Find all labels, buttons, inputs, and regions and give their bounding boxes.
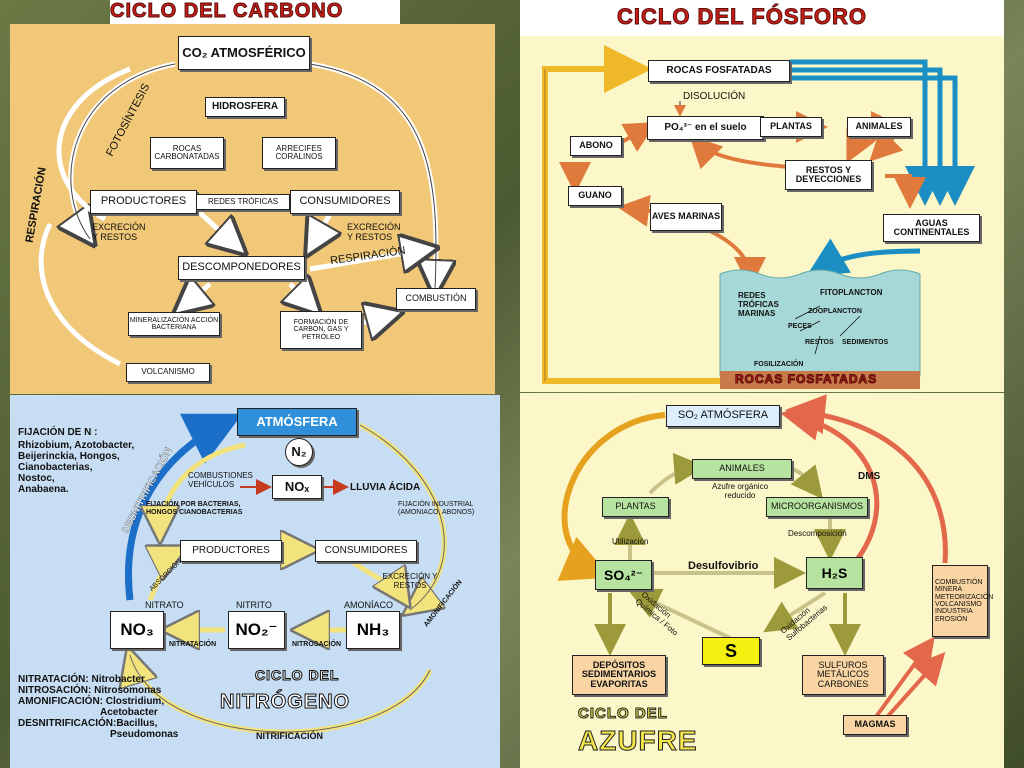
consumidores-box: CONSUMIDORES: [315, 540, 417, 562]
desulfovibrio-label: Desulfovibrio: [688, 560, 759, 572]
legend-item: NITROSACIÓN: Nitrosomonas: [18, 685, 162, 696]
descomposicion-label: Descomposición: [788, 529, 847, 538]
atmosfera-box: ATMÓSFERA: [237, 408, 357, 436]
consumidores-box: CONSUMIDORES: [290, 190, 400, 214]
fosforo-title: CICLO DEL FÓSFORO: [616, 4, 868, 30]
magmas-box: MAGMAS: [843, 715, 907, 735]
rocas-fosfatadas-box: ROCAS FOSFATADAS: [648, 60, 790, 82]
fitoplancton-label: FITOPLANCTON: [820, 288, 883, 297]
nitratacion-label: NITRATACIÓN: [169, 641, 217, 648]
peces-label: PECES: [788, 323, 812, 330]
fijacion-n-item: Anabaena.: [18, 484, 69, 495]
h2s-box: H₂S: [806, 557, 863, 589]
excrecion-left-label: EXCRECIÓN Y RESTOS: [92, 222, 146, 242]
nitrificacion-label: NITRIFICACIÓN: [256, 731, 323, 741]
disolucion-label: DISOLUCIÓN: [683, 91, 746, 102]
redes-troficas-marinas-label: REDES TRÓFICAS MARINAS: [738, 291, 779, 318]
combustiones-label: COMBUSTIONES VEHÍCULOS: [188, 471, 253, 489]
dms-label: DMS: [858, 471, 881, 482]
fosforo-title-banner: [520, 0, 1004, 36]
restos-deyecciones-box: RESTOS Y DEYECCIONES: [785, 160, 872, 190]
combustion-box: COMBUSTIÓN: [396, 288, 476, 310]
azufre-organico-label: Azufre orgánico reducido: [711, 482, 769, 500]
fijacion-n-title: FIJACIÓN DE N :: [18, 427, 98, 438]
mineralizacion-box: MINERALIZACIÓN ACCIÓN BACTERIANA: [128, 312, 220, 336]
productores-box: PRODUCTORES: [180, 540, 282, 562]
lluvia-acida-label: LLUVIA ÁCIDA: [350, 482, 421, 493]
so2-atmosfera-box: SO₂ ATMÓSFERA: [666, 405, 780, 427]
combustion-box: COMBUSTIÓN MINERA METEORIZACIÓN VOLCANIS…: [932, 565, 993, 637]
fijacion-por-label: FIJACIÓN POR BACTERIAS, HONGOS CIANOBACT…: [146, 501, 243, 516]
nitrogen-arrows: [10, 413, 447, 735]
sulfur-arrows: [557, 394, 948, 727]
fijacion-n-list: Rhizobium, Azotobacter, Beijerinckia, Ho…: [18, 440, 134, 495]
descomponedores-box: DESCOMPONEDORES: [178, 256, 305, 280]
fijacion-industrial-label: FIJACIÓN INDUSTRIAL (AMONIACO, ABONOS): [398, 501, 475, 516]
co2-atmosferico-box: CO₂ ATMOSFÉRICO: [178, 36, 310, 70]
fijacion-n-item: Nostoc,: [18, 473, 55, 484]
fijacion-n-item: Beijerinckia, Hongos,: [18, 451, 120, 462]
rocas-carbonatadas-box: ROCAS CARBONATADAS: [150, 137, 224, 169]
legend-item: Pseudomonas: [110, 729, 179, 740]
no3-box: NO₃: [110, 611, 164, 649]
arrecifes-box: ARRECIFES CORALINOS: [262, 137, 336, 169]
sulfur-cycle-panel: SO₂ ATMÓSFERA ANIMALES Azufre orgánico r…: [520, 393, 1004, 768]
excrecion-right-label: EXCRECIÓN Y RESTOS: [347, 222, 401, 242]
animales-box: ANIMALES: [847, 117, 911, 137]
nitrosacion-label: NITROSACIÓN: [292, 641, 341, 648]
nitrogen-legend: NITRATACIÓN: Nitrobacter NITROSACIÓN: Ni…: [18, 674, 178, 740]
microorganismos-box: MICROORGANISMOS: [766, 497, 868, 517]
guano-box: GUANO: [568, 186, 622, 206]
sulfur-title-2: AZUFRE: [578, 725, 698, 757]
fijacion-n-item: Cianobacterias,: [18, 462, 93, 473]
n2-circle: N₂: [285, 438, 313, 466]
no2-box: NO₂⁻: [228, 611, 285, 649]
zooplancton-label: ZOOPLANCTON: [808, 308, 862, 315]
legend-item: NITRATACIÓN: Nitrobacter: [18, 674, 145, 685]
plantas-box: PLANTAS: [602, 497, 669, 517]
redes-troficas-box: REDES TRÓFICAS: [196, 194, 290, 210]
phosphorus-arrows: [542, 45, 975, 389]
phosphorus-cycle-panel: ROCAS FOSFATADAS DISOLUCIÓN PO₄³⁻ en el …: [520, 36, 1004, 392]
fijacion-n-item: Rhizobium, Azotobacter,: [18, 440, 135, 451]
aguas-continentales-box: AGUAS CONTINENTALES: [883, 214, 980, 242]
nitrogen-title-1: CICLO DEL: [254, 667, 340, 684]
nox-box: NOₓ: [272, 475, 322, 499]
nh3-box: NH₃: [346, 611, 400, 649]
nitrato-label: NITRATO: [145, 600, 184, 610]
utilizacion-label: Utilización: [612, 537, 649, 546]
formacion-box: FORMACIÓN DE CARBÓN, GAS Y PETRÓLEO: [280, 311, 362, 349]
sulfur-title-1: CICLO DEL: [578, 705, 668, 723]
productores-box: PRODUCTORES: [90, 190, 197, 214]
carbon-cycle-panel: CICLO DEL CARBONO CO₂ ATMOSFÉRICO HIDROS…: [10, 0, 495, 394]
fosilizacion-label: FOSILIZACIÓN: [754, 361, 804, 368]
aves-marinas-box: AVES MARINAS: [650, 203, 722, 231]
nitrogen-title-2: NITRÓGENO: [219, 691, 351, 714]
sulfuros-box: SULFUROS METÁLICOS CARBONES: [802, 655, 884, 695]
rocas-fosfatadas-bottom-label: ROCAS FOSFATADAS: [734, 372, 878, 387]
excrecion-label: EXCRECIÓN Y RESTOS: [382, 572, 438, 590]
po4-box: PO₄³⁻ en el suelo: [647, 116, 764, 140]
plantas-box: PLANTAS: [760, 117, 822, 137]
animales-box: ANIMALES: [692, 459, 792, 479]
abono-box: ABONO: [570, 136, 622, 156]
depositos-box: DEPÓSITOS SEDIMENTARIOS EVAPORITAS: [572, 655, 666, 695]
legend-item: DESNITRIFICACIÓN:Bacillus,: [18, 718, 158, 729]
s-box: S: [702, 637, 760, 665]
amoniaco-label: AMONÍACO: [344, 600, 394, 610]
carbon-title-banner: [110, 0, 400, 24]
restos-marinos-label: RESTOS: [805, 339, 834, 346]
hidrosfera-box: HIDROSFERA: [205, 97, 285, 117]
volcanismo-box: VOLCANISMO: [126, 363, 210, 382]
sedimentos-label: SEDIMENTOS: [842, 339, 889, 346]
nitrito-label: NITRITO: [236, 600, 272, 610]
carbon-title: CICLO DEL CARBONO: [109, 0, 344, 23]
nitrogen-cycle-panel: ATMÓSFERA N₂ FIJACIÓN DE N : Rhizobium, …: [10, 395, 500, 768]
legend-item: AMONIFICACIÓN: Clostridium,: [18, 696, 165, 707]
so4-box: SO₄²⁻: [595, 560, 652, 590]
legend-item: Acetobacter: [100, 707, 158, 718]
